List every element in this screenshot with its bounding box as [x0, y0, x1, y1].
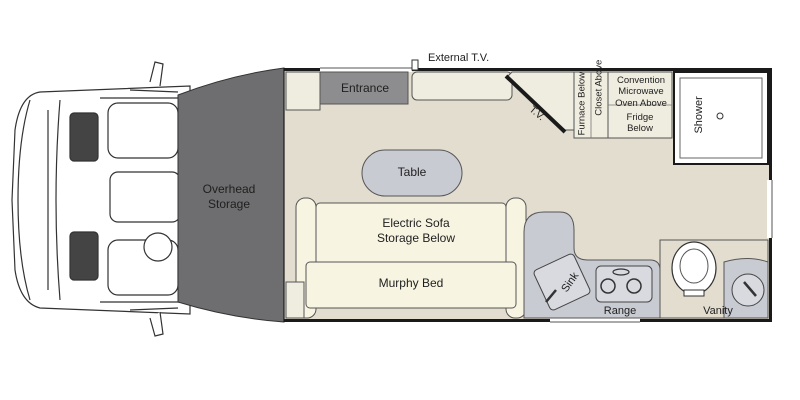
- entrance-label: Entrance: [340, 81, 390, 95]
- vanity-label: Vanity: [703, 305, 733, 317]
- entrance-door-gap: [320, 67, 412, 72]
- table-label: Table: [397, 165, 427, 179]
- range-cooktop: [595, 265, 653, 303]
- furnace-label: Furnace Below: [576, 72, 588, 136]
- vanity-sink: [731, 273, 765, 307]
- range-label: Range: [603, 305, 637, 317]
- front-counter: [411, 71, 513, 101]
- microwave-label: Convention Microwave Oven Above: [615, 75, 667, 109]
- shower-drain-icon: [716, 112, 724, 120]
- table: [361, 149, 463, 197]
- range-burner-icon: [600, 278, 616, 294]
- entrance-step: [319, 71, 409, 105]
- sofa-label: Electric Sofa Storage Below: [376, 216, 456, 245]
- murphy-bed-label: Murphy Bed: [378, 276, 444, 290]
- overhead-storage-label: Overhead Storage: [202, 182, 256, 211]
- sink-basin: [533, 253, 591, 311]
- entrance-cabinet: [285, 71, 321, 111]
- fridge-label: Fridge Below: [626, 112, 654, 135]
- shower-label: Shower: [693, 96, 706, 134]
- range-burner-icon: [626, 278, 642, 294]
- sofa-murphy-bed: [285, 197, 527, 319]
- van-cab: [11, 61, 191, 337]
- closet-label: Closet Above: [593, 59, 605, 116]
- external-tv-label: External T.V.: [428, 52, 490, 64]
- external-tv-marker: [411, 59, 419, 71]
